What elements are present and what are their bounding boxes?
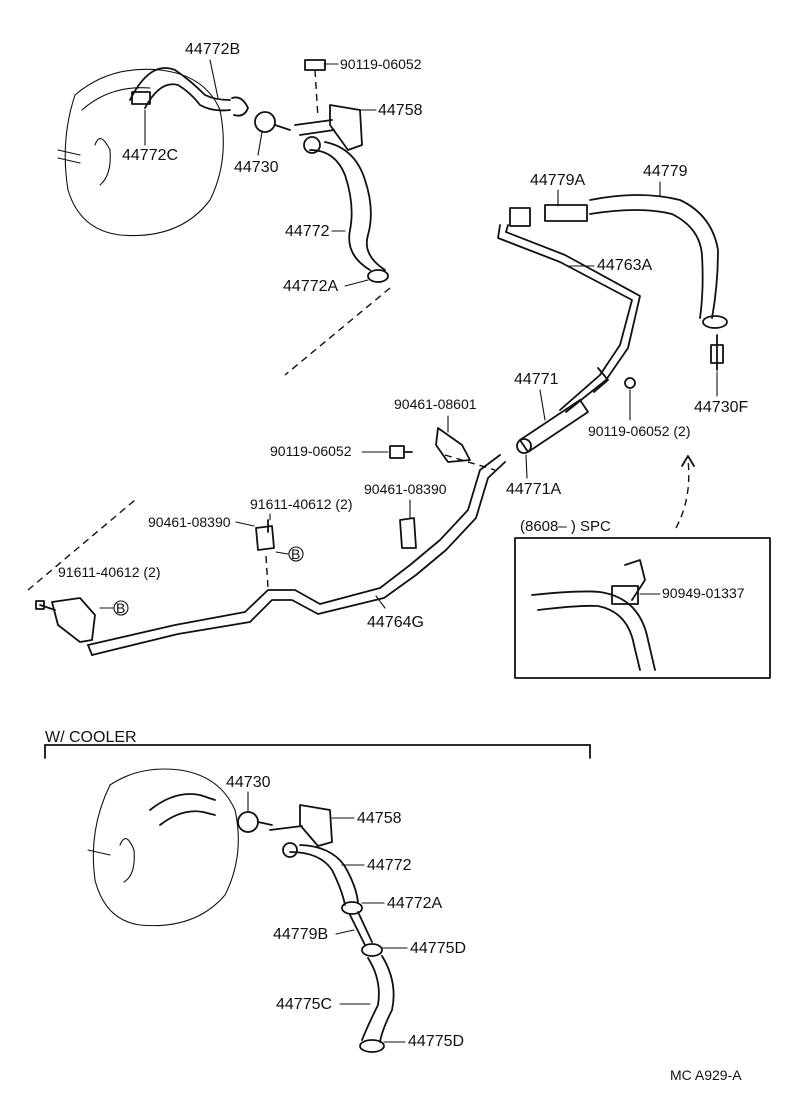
cooler-pipe	[149, 793, 216, 826]
check-valve-44730	[231, 96, 291, 133]
clip-90461-08601	[435, 427, 496, 471]
label-90461-08390-left: 90461-08390	[148, 514, 231, 530]
label-90119-06052-top: 90119-06052	[340, 56, 422, 72]
label-90119-06052-mid: 90119-06052	[270, 443, 352, 459]
leader-44772B	[209, 59, 219, 99]
hose-44771	[516, 367, 636, 454]
label-44772: 44772	[285, 223, 330, 240]
label-90461-08390-right: 90461-08390	[364, 481, 447, 497]
label-44758: 44758	[378, 102, 423, 119]
label-44730: 44730	[234, 159, 279, 176]
cooler-title: W/ COOLER	[45, 729, 137, 746]
label-44771A: 44771A	[506, 481, 561, 498]
bracket-44758	[294, 59, 363, 151]
hose-44779	[544, 194, 728, 371]
badge-b-left	[113, 600, 129, 616]
label-90119-06052-2: 90119-06052 (2)	[588, 423, 690, 439]
label-cooler-44779B: 44779B	[273, 926, 328, 943]
clip-90461-08390-left	[255, 525, 275, 589]
spc-header: (8608– ) SPC	[520, 518, 611, 535]
label-cooler-44730: 44730	[226, 774, 271, 791]
cooler-bracket-44758	[269, 804, 333, 847]
pipe-44763A	[497, 207, 641, 413]
label-44772B: 44772B	[185, 41, 240, 58]
label-90949-01337: 90949-01337	[662, 585, 745, 601]
label-91611-40612-top: 91611-40612 (2)	[250, 496, 352, 512]
label-cooler-44775D-bottom: 44775D	[408, 1033, 464, 1050]
cooler-pipe-44779B	[349, 911, 373, 946]
label-cooler-44775C: 44775C	[276, 996, 332, 1013]
pipe-44764G	[87, 454, 506, 656]
label-91611-40612-left: 91611-40612 (2)	[58, 564, 160, 580]
label-44772A: 44772A	[283, 278, 338, 295]
label-44771: 44771	[514, 371, 559, 388]
label-cooler-44772A: 44772A	[387, 895, 442, 912]
hose-44772B	[129, 67, 231, 112]
spc-arrow-head	[681, 455, 695, 467]
cooler-hose-44772	[282, 842, 363, 915]
cooler-check-valve-44730	[237, 811, 273, 833]
label-44779A: 44779A	[530, 172, 585, 189]
label-cooler-44758: 44758	[357, 810, 402, 827]
hose-44772	[303, 136, 389, 283]
leader-spc-arrow	[675, 459, 690, 529]
label-cooler-44772: 44772	[367, 857, 412, 874]
label-44779: 44779	[643, 163, 688, 180]
badge-b-left-text: B	[116, 600, 125, 616]
leader-top-dash	[284, 287, 391, 376]
spc-hose	[531, 559, 656, 671]
footer-code: MC A929-A	[670, 1067, 742, 1083]
label-44772C: 44772C	[122, 147, 178, 164]
label-cooler-44775D-top: 44775D	[410, 940, 466, 957]
bolt-90119-06052-mid	[389, 445, 413, 459]
label-44730F: 44730F	[694, 399, 748, 416]
label-44764G: 44764G	[367, 614, 424, 631]
badge-b-top-text: B	[291, 546, 300, 562]
vacuum-tank-left	[35, 597, 96, 643]
cooler-hose-44775C	[359, 943, 395, 1053]
badge-b-top	[288, 546, 304, 562]
spc-box-frame	[514, 537, 771, 679]
clip-90461-08390-right	[399, 517, 417, 549]
brake-booster-top	[57, 68, 224, 237]
brake-booster-cooler	[87, 768, 239, 927]
label-90461-08601: 90461-08601	[394, 396, 477, 412]
label-44763A: 44763A	[597, 257, 652, 274]
